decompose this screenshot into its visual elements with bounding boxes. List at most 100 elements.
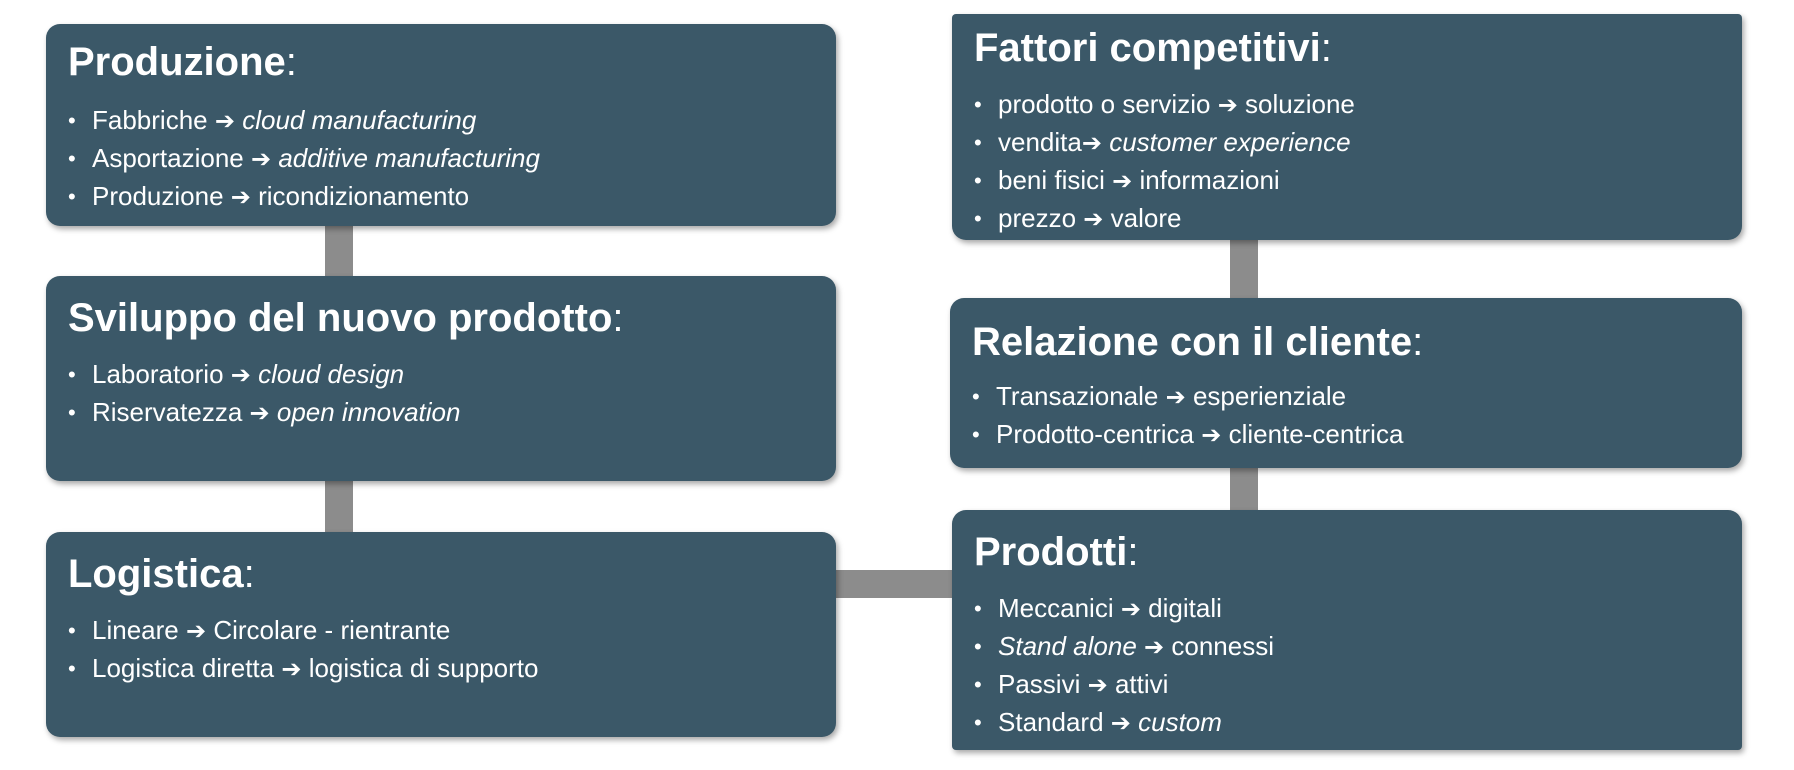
- item-from: Transazionale: [996, 381, 1159, 411]
- arrow-right-icon: ➔: [1081, 129, 1102, 157]
- title-colon: :: [1127, 530, 1139, 574]
- list-item: Standard ➔ custom: [974, 704, 1720, 742]
- list-item: Passivi ➔ attivi: [974, 666, 1720, 704]
- arrow-right-icon: ➔: [1112, 167, 1133, 195]
- item-list: Lineare ➔ Circolare - rientrante Logisti…: [68, 612, 814, 688]
- item-to: cliente-centrica: [1228, 419, 1404, 449]
- title-text: Relazione con il cliente: [972, 320, 1413, 364]
- box-title: Relazione con il cliente:: [972, 318, 1720, 366]
- item-list: Fabbriche ➔ cloud manufacturing Asportaz…: [68, 102, 814, 216]
- arrow-right-icon: ➔: [214, 107, 235, 135]
- list-item: prodotto o servizio ➔ soluzione: [974, 86, 1720, 124]
- item-from: prezzo: [998, 203, 1077, 233]
- box-logistica: Logistica: Lineare ➔ Circolare - rientra…: [46, 532, 836, 737]
- item-from: Logistica diretta: [92, 653, 275, 683]
- list-item: vendita➔ customer experience: [974, 124, 1720, 162]
- title-text: Fattori competitivi: [974, 26, 1321, 70]
- arrow-right-icon: ➔: [1165, 383, 1186, 411]
- title-colon: :: [612, 296, 624, 340]
- list-item: Asportazione ➔ additive manufacturing: [68, 140, 814, 178]
- connector-relazione-prodotti: [1230, 462, 1258, 518]
- connector-sviluppo-logistica: [325, 478, 353, 538]
- item-list: prodotto o servizio ➔ soluzione vendita➔…: [974, 86, 1720, 238]
- arrow-right-icon: ➔: [1087, 671, 1108, 699]
- item-from: Prodotto-centrica: [996, 419, 1194, 449]
- item-from: Lineare: [92, 615, 179, 645]
- title-colon: :: [285, 40, 297, 84]
- list-item: Riservatezza ➔ open innovation: [68, 394, 814, 432]
- arrow-right-icon: ➔: [249, 399, 270, 427]
- list-item: prezzo ➔ valore: [974, 200, 1720, 238]
- item-from: Asportazione: [92, 143, 244, 173]
- arrow-right-icon: ➔: [230, 361, 251, 389]
- box-title: Fattori competitivi:: [974, 24, 1720, 72]
- arrow-right-icon: ➔: [251, 145, 272, 173]
- list-item: Transazionale ➔ esperienziale: [972, 378, 1720, 416]
- item-from: Standard: [998, 707, 1104, 737]
- title-colon: :: [1320, 26, 1332, 70]
- title-text: Prodotti: [974, 530, 1128, 574]
- item-from: Fabbriche: [92, 105, 208, 135]
- box-title: Sviluppo del nuovo prodotto:: [68, 294, 814, 342]
- item-to: customer experience: [1109, 127, 1351, 157]
- arrow-right-icon: ➔: [230, 183, 251, 211]
- item-to: valore: [1110, 203, 1182, 233]
- list-item: Logistica diretta ➔ logistica di support…: [68, 650, 814, 688]
- item-to: custom: [1138, 707, 1222, 737]
- item-to: cloud manufacturing: [242, 105, 477, 135]
- item-to: soluzione: [1245, 89, 1355, 119]
- box-prodotti: Prodotti: Meccanici ➔ digitali Stand alo…: [952, 510, 1742, 750]
- item-to: esperienziale: [1192, 381, 1347, 411]
- item-from: Produzione: [92, 181, 224, 211]
- title-colon: :: [243, 552, 255, 596]
- list-item: Fabbriche ➔ cloud manufacturing: [68, 102, 814, 140]
- title-text: Sviluppo del nuovo prodotto: [68, 296, 613, 340]
- item-from: Laboratorio: [92, 359, 224, 389]
- item-list: Meccanici ➔ digitali Stand alone ➔ conne…: [974, 590, 1720, 742]
- item-list: Laboratorio ➔ cloud design Riservatezza …: [68, 356, 814, 432]
- title-text: Produzione: [68, 40, 286, 84]
- item-to: open innovation: [276, 397, 461, 427]
- list-item: beni fisici ➔ informazioni: [974, 162, 1720, 200]
- box-fattori: Fattori competitivi: prodotto o servizio…: [952, 14, 1742, 240]
- list-item: Lineare ➔ Circolare - rientrante: [68, 612, 814, 650]
- arrow-right-icon: ➔: [281, 655, 302, 683]
- connector-logistica-prodotti: [836, 570, 956, 598]
- item-from: prodotto o servizio: [998, 89, 1211, 119]
- item-to: Circolare - rientrante: [213, 615, 451, 645]
- list-item: Laboratorio ➔ cloud design: [68, 356, 814, 394]
- list-item: Produzione ➔ ricondizionamento: [68, 178, 814, 216]
- item-from: beni fisici: [998, 165, 1105, 195]
- arrow-right-icon: ➔: [1083, 205, 1104, 233]
- item-to: digitali: [1148, 593, 1222, 623]
- arrow-right-icon: ➔: [185, 617, 207, 645]
- item-to: ricondizionamento: [258, 181, 470, 211]
- item-from: vendita: [998, 127, 1082, 157]
- item-list: Transazionale ➔ esperienziale Prodotto-c…: [972, 378, 1720, 454]
- item-from: Meccanici: [998, 593, 1114, 623]
- box-produzione: Produzione: Fabbriche ➔ cloud manufactur…: [46, 24, 836, 226]
- title-colon: :: [1412, 320, 1424, 364]
- item-from: Riservatezza: [92, 397, 243, 427]
- item-from: Stand alone: [998, 631, 1137, 661]
- list-item: Stand alone ➔ connessi: [974, 628, 1720, 666]
- arrow-right-icon: ➔: [1110, 709, 1131, 737]
- title-text: Logistica: [68, 552, 244, 596]
- connector-fattori-relazione: [1230, 236, 1258, 304]
- item-to: informazioni: [1139, 165, 1280, 195]
- item-from: Passivi: [998, 669, 1081, 699]
- box-relazione: Relazione con il cliente: Transazionale …: [950, 298, 1742, 468]
- arrow-right-icon: ➔: [1217, 91, 1238, 119]
- item-to: additive manufacturing: [278, 143, 540, 173]
- arrow-right-icon: ➔: [1120, 595, 1141, 623]
- connector-produzione-sviluppo: [325, 220, 353, 280]
- arrow-right-icon: ➔: [1144, 633, 1165, 661]
- item-to: logistica di supporto: [308, 653, 539, 683]
- box-sviluppo: Sviluppo del nuovo prodotto: Laboratorio…: [46, 276, 836, 481]
- list-item: Prodotto-centrica ➔ cliente-centrica: [972, 416, 1720, 454]
- list-item: Meccanici ➔ digitali: [974, 590, 1720, 628]
- box-title: Produzione:: [68, 38, 814, 86]
- arrow-right-icon: ➔: [1201, 421, 1222, 449]
- item-to: attivi: [1114, 669, 1169, 699]
- box-title: Logistica:: [68, 550, 814, 598]
